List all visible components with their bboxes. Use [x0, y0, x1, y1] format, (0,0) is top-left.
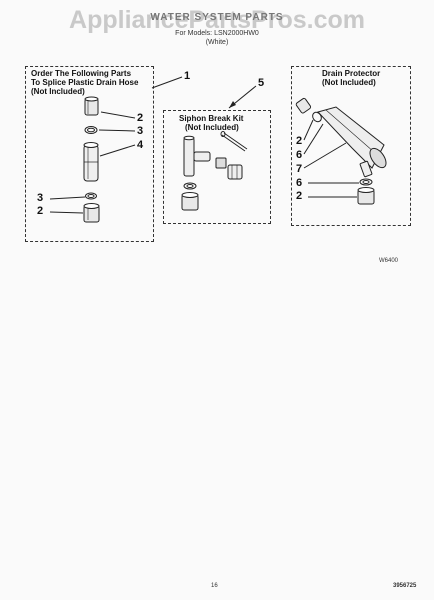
right-group-title-line-1: Drain Protector [322, 69, 381, 78]
figure-code: W6400 [379, 258, 399, 264]
drain-protector-nozzle [295, 97, 312, 114]
left-group-title-line-3: (Not Included) [31, 87, 85, 96]
right-group-box [291, 66, 411, 226]
left-group-title-line-1: Order The Following Parts [31, 69, 132, 78]
callout-left-1: 1 [184, 70, 191, 82]
drain-protector-clamp-bottom [359, 178, 373, 186]
model-line: For Models: LSN2000HW0 [175, 30, 259, 37]
drain-protector-connector [357, 187, 375, 205]
siphon-connector [181, 192, 199, 211]
callout-right-6-top: 6 [296, 149, 303, 161]
page-title: WATER SYSTEM PARTS [150, 12, 284, 23]
siphon-tube-rod [220, 131, 248, 152]
leader-4 [99, 144, 136, 157]
callout-left-3-bottom: 3 [37, 192, 44, 204]
leader-2-top [100, 111, 136, 119]
callout-right-6-bottom: 6 [296, 177, 303, 189]
drain-protector-clamp-top [312, 111, 322, 123]
page-number: 16 [211, 583, 218, 589]
splice-connector-top [84, 96, 99, 116]
drain-protector-body [317, 106, 387, 178]
callout-left-2-top: 2 [137, 112, 144, 124]
left-group-box [25, 66, 154, 242]
callout-left-2-bottom: 2 [37, 205, 44, 217]
right-group-title-line-2: (Not Included) [322, 78, 376, 87]
watermark: AppliancePartsPros.com [69, 6, 365, 34]
left-group-title-line-2: To Splice Plastic Drain Hose [31, 78, 139, 87]
splice-tube [83, 142, 99, 182]
siphon-clamp [183, 182, 197, 190]
splice-connector-bottom [83, 203, 100, 223]
siphon-tee-fitting [183, 135, 211, 177]
leader-3-top [98, 129, 136, 132]
siphon-nut-right [215, 157, 243, 180]
leader-3-bottom [49, 196, 86, 200]
model-variant: (White) [205, 39, 229, 46]
middle-group-title-line-1: Siphon Break Kit [179, 114, 244, 123]
middle-group-box [163, 110, 271, 224]
callout-left-3-top: 3 [137, 125, 144, 137]
middle-group-title-line-2: (Not Included) [185, 123, 239, 132]
hose-clamp-bottom [85, 192, 97, 200]
part-number: 3956725 [393, 583, 417, 589]
leader-right-7 [303, 142, 347, 169]
hose-clamp-top [84, 126, 98, 134]
callout-left-4: 4 [137, 139, 144, 151]
leader-1 [151, 76, 183, 89]
leader-right-6-top [303, 123, 324, 155]
leader-2-bottom [49, 211, 84, 214]
callout-middle-5: 5 [258, 77, 265, 89]
callout-right-2-top: 2 [296, 135, 303, 147]
callout-right-2-bottom: 2 [296, 190, 303, 202]
callout-right-7: 7 [296, 163, 303, 175]
leader-right-2-top [303, 119, 314, 141]
